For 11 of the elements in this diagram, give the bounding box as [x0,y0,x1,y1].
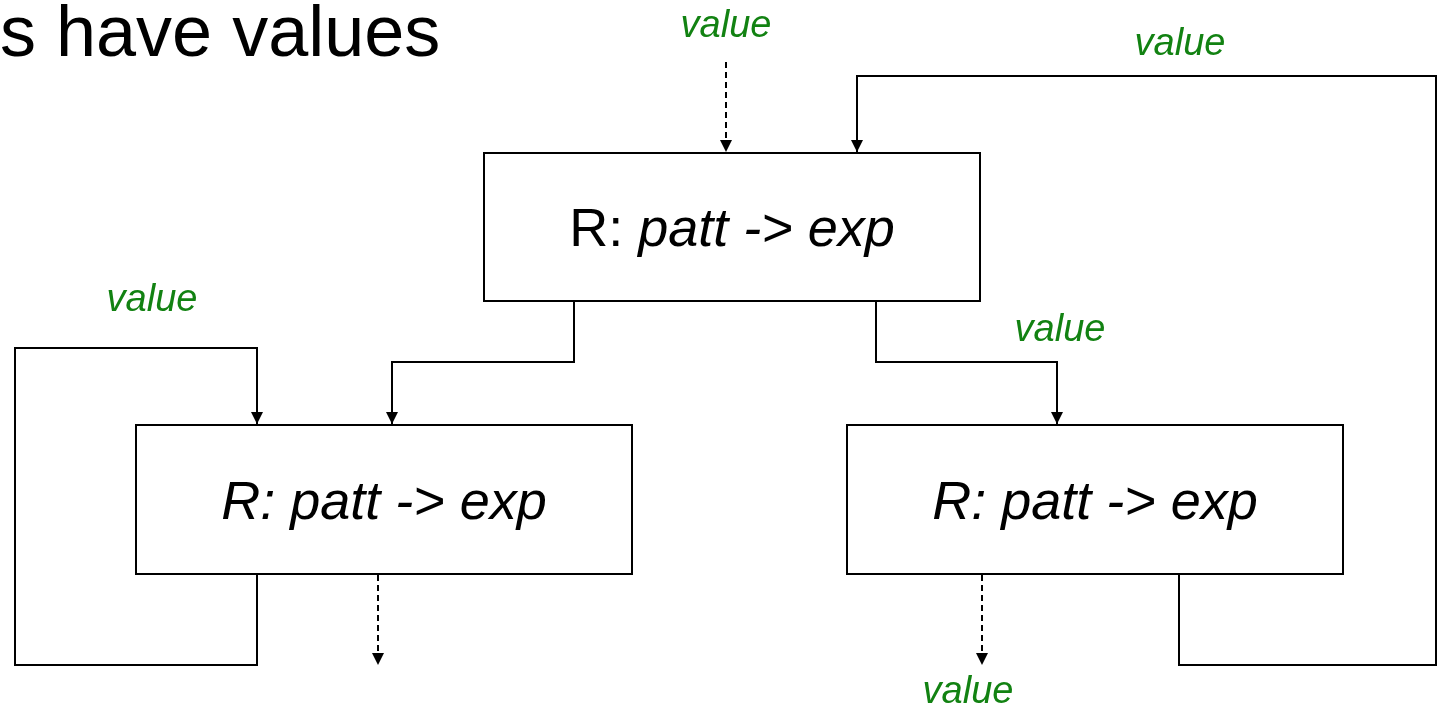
arrow [372,574,384,666]
arrow [875,301,1063,425]
arrow [386,301,575,425]
arrow [14,347,263,666]
heading: s have values [0,0,441,72]
arrow [851,75,1437,666]
rule-text: R: patt -> exp [221,468,547,531]
arrow [976,574,988,666]
rule-text: R: patt -> exp [932,468,1258,531]
rule-text: R: patt -> exp [569,196,895,258]
arrow [720,61,732,153]
